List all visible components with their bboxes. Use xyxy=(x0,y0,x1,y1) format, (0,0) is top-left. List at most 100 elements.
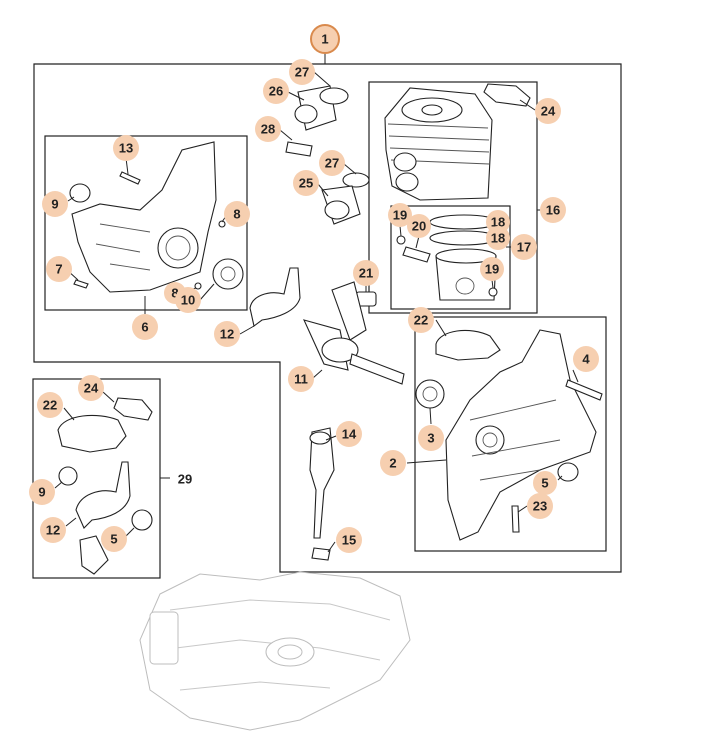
svg-text:22: 22 xyxy=(43,398,57,413)
svg-text:8: 8 xyxy=(171,286,178,301)
bearing-3-inner xyxy=(422,386,438,402)
svg-text:13: 13 xyxy=(119,141,133,156)
oil-seal-9 xyxy=(69,183,91,203)
callout-22-kit[interactable]: 22 xyxy=(37,392,63,418)
svg-text:18: 18 xyxy=(491,215,505,230)
svg-text:23: 23 xyxy=(533,499,547,514)
callout-7[interactable]: 7 xyxy=(46,256,72,282)
svg-text:9: 9 xyxy=(51,197,58,212)
callout-20[interactable]: 20 xyxy=(407,214,431,238)
callout-8-top[interactable]: 8 xyxy=(224,201,250,227)
hose-clamp-mid xyxy=(342,172,370,188)
cylinder-part xyxy=(384,87,493,201)
callout-12-top[interactable]: 12 xyxy=(214,321,240,347)
left-crankcase xyxy=(71,141,217,293)
svg-text:1: 1 xyxy=(321,32,328,47)
crankshaft xyxy=(303,281,405,385)
svg-text:2: 2 xyxy=(389,456,396,471)
intake-manifold xyxy=(321,185,361,225)
svg-text:12: 12 xyxy=(220,327,234,342)
right-crankcase xyxy=(445,329,597,541)
svg-text:27: 27 xyxy=(295,65,309,80)
svg-text:16: 16 xyxy=(546,203,560,218)
svg-text:21: 21 xyxy=(359,266,373,281)
callout-5-right[interactable]: 5 xyxy=(533,471,557,495)
kit-gasket-22 xyxy=(57,414,127,453)
svg-text:6: 6 xyxy=(141,320,148,335)
bearing-10-inner xyxy=(220,266,236,282)
kit-seal-9 xyxy=(58,466,78,486)
svg-text:8: 8 xyxy=(233,207,240,222)
callout-22-top[interactable]: 22 xyxy=(408,307,434,333)
callout-21[interactable]: 21 xyxy=(353,260,379,286)
kit-gasket-12 xyxy=(75,461,131,529)
oil-seal-5 xyxy=(557,462,579,482)
callout-14[interactable]: 14 xyxy=(336,421,362,447)
callout-3[interactable]: 3 xyxy=(418,425,444,451)
left-crankcase-frame xyxy=(44,135,248,311)
dowel-8-top xyxy=(218,220,226,228)
svg-text:17: 17 xyxy=(517,240,531,255)
callout-28[interactable]: 28 xyxy=(255,116,281,142)
callout-25[interactable]: 25 xyxy=(293,170,319,196)
callout-27-mid[interactable]: 27 xyxy=(319,150,345,176)
svg-text:19: 19 xyxy=(393,208,407,223)
callout-9-kit[interactable]: 9 xyxy=(29,479,55,505)
callout-19-right[interactable]: 19 xyxy=(480,257,504,281)
svg-text:24: 24 xyxy=(84,381,99,396)
callout-1[interactable]: 1 xyxy=(310,24,340,54)
dowel-8-bottom xyxy=(194,282,202,290)
svg-text:11: 11 xyxy=(294,372,308,387)
callout-19-left[interactable]: 19 xyxy=(388,203,412,227)
label-29: 29 xyxy=(178,472,192,487)
right-crankcase-frame xyxy=(414,316,607,552)
callout-15[interactable]: 15 xyxy=(336,527,362,553)
gasket-24 xyxy=(483,83,531,107)
callout-10[interactable]: 10 xyxy=(175,287,201,313)
svg-text:20: 20 xyxy=(412,219,426,234)
callout-6[interactable]: 6 xyxy=(132,314,158,340)
piston-frame xyxy=(390,205,511,310)
svg-text:3: 3 xyxy=(427,431,434,446)
callout-26[interactable]: 26 xyxy=(263,78,289,104)
svg-text:14: 14 xyxy=(342,427,357,442)
callout-23[interactable]: 23 xyxy=(527,493,553,519)
oil-pickup xyxy=(309,427,335,561)
stud-4 xyxy=(565,379,603,401)
callout-24-top[interactable]: 24 xyxy=(535,98,561,124)
kit-plate xyxy=(79,535,109,575)
svg-text:27: 27 xyxy=(325,156,339,171)
callout-4[interactable]: 4 xyxy=(573,346,599,372)
engine-reference-outline xyxy=(139,571,411,731)
svg-text:10: 10 xyxy=(181,293,195,308)
callout-24-kit[interactable]: 24 xyxy=(78,375,104,401)
callout-11[interactable]: 11 xyxy=(288,366,314,392)
svg-text:26: 26 xyxy=(269,84,283,99)
callout-9-top[interactable]: 9 xyxy=(42,191,68,217)
crankcase-gasket-12 xyxy=(249,267,301,327)
screw-13 xyxy=(119,171,141,185)
svg-text:22: 22 xyxy=(414,313,428,328)
svg-text:12: 12 xyxy=(46,523,60,538)
screw-23 xyxy=(511,505,520,533)
cylinder-frame xyxy=(368,81,538,314)
svg-text:4: 4 xyxy=(582,352,590,367)
svg-text:19: 19 xyxy=(485,262,499,277)
fitting-28 xyxy=(285,141,313,157)
callout-16[interactable]: 16 xyxy=(540,197,566,223)
svg-text:15: 15 xyxy=(342,533,356,548)
callout-17[interactable]: 17 xyxy=(511,234,537,260)
svg-text:9: 9 xyxy=(38,485,45,500)
callout-27-top[interactable]: 27 xyxy=(289,59,315,85)
svg-text:28: 28 xyxy=(261,122,275,137)
svg-text:18: 18 xyxy=(491,231,505,246)
dowel-7 xyxy=(73,279,89,289)
callout-13[interactable]: 13 xyxy=(113,135,139,161)
callout-18-lower[interactable]: 18 xyxy=(486,226,510,250)
svg-text:5: 5 xyxy=(110,532,117,547)
callout-12-kit[interactable]: 12 xyxy=(40,517,66,543)
callout-2[interactable]: 2 xyxy=(380,450,406,476)
circlip-right xyxy=(488,287,498,297)
callout-5-kit[interactable]: 5 xyxy=(101,526,127,552)
